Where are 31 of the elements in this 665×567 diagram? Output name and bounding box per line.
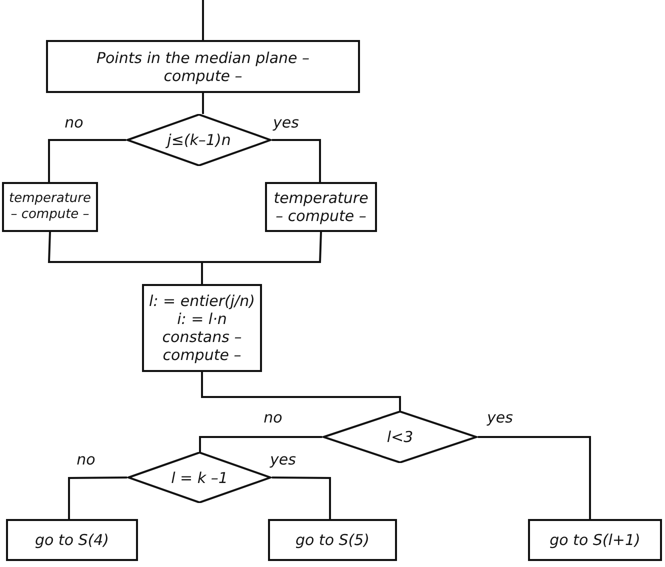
connector-line (201, 232, 322, 284)
connector-line (272, 476, 331, 519)
node-text: temperature – compute – (272, 189, 370, 225)
node-text: l<3 (386, 428, 414, 446)
decision-diamond (322, 411, 478, 463)
node-text: Points in the median plane – compute – (95, 48, 311, 84)
node-text: l: = entier(j/n) (148, 292, 256, 310)
connector-line (202, 0, 204, 40)
node-text: temperature – compute – (8, 191, 92, 223)
connector-line (199, 436, 322, 452)
connector-line (48, 139, 126, 182)
process-box (2, 182, 98, 232)
process-box (142, 284, 262, 372)
node-text: constans – compute – (161, 328, 243, 364)
decision-diamond (126, 114, 272, 166)
node-text: go to S(5) (295, 531, 370, 549)
connector-line (201, 372, 401, 411)
connector-line (68, 476, 128, 519)
process-box (268, 519, 397, 561)
process-box (265, 182, 377, 232)
connector-line (272, 139, 321, 182)
connector-line (202, 93, 204, 114)
node-text: i: = l·n (176, 310, 228, 328)
connector-line (478, 436, 591, 519)
node-text: l = k –1 (171, 468, 228, 486)
node-text: j≤(k–1)n (167, 131, 231, 149)
process-box (528, 519, 662, 561)
node-text: go to S(4) (34, 531, 110, 549)
process-box (46, 40, 360, 93)
node-text: go to S(l+1) (550, 531, 640, 549)
process-box (6, 519, 138, 561)
